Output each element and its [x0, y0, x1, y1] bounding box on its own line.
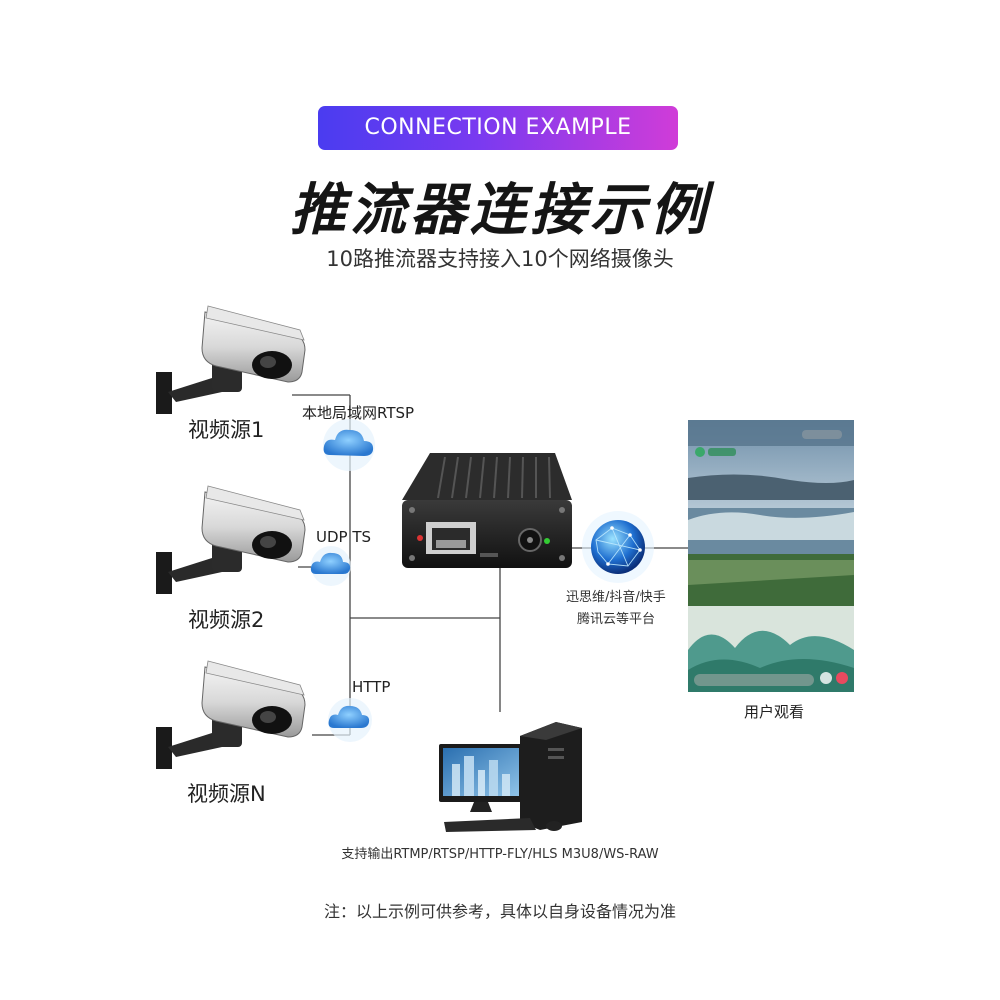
phone-screen-icon	[688, 420, 854, 692]
platform-label-line1: 迅思维/抖音/快手	[566, 590, 666, 605]
streaming-device-icon	[402, 453, 572, 568]
page-subtitle: 10路推流器支持接入10个网络摄像头	[326, 247, 674, 271]
source-label-1: 视频源1	[188, 418, 265, 442]
globe-icon	[582, 511, 654, 583]
protocol-label-rtsp: 本地局域网RTSP	[302, 404, 415, 422]
ip-camera-icon	[156, 660, 306, 769]
source-label-2: 视频源2	[188, 608, 265, 632]
cloud-icon	[310, 546, 351, 586]
ip-camera-icon	[156, 305, 306, 414]
cloud-icon	[323, 419, 375, 471]
header-badge: CONNECTION EXAMPLE	[318, 106, 678, 150]
page-title: 推流器连接示例	[290, 178, 710, 243]
desktop-computer-icon	[439, 722, 582, 832]
protocol-label-http: HTTP	[352, 678, 391, 696]
output-formats-label: 支持输出RTMP/RTSP/HTTP-FLY/HLS M3U8/WS-RAW	[341, 847, 659, 862]
source-label-n: 视频源N	[187, 782, 266, 806]
protocol-label-udp: UDP TS	[316, 528, 372, 546]
platform-label-line2: 腾讯云等平台	[577, 612, 656, 627]
footnote: 注：以上示例可供参考，具体以自身设备情况为准	[323, 902, 676, 921]
ip-camera-icon	[156, 485, 306, 594]
cloud-icon	[328, 698, 372, 742]
viewer-label: 用户观看	[744, 703, 805, 721]
